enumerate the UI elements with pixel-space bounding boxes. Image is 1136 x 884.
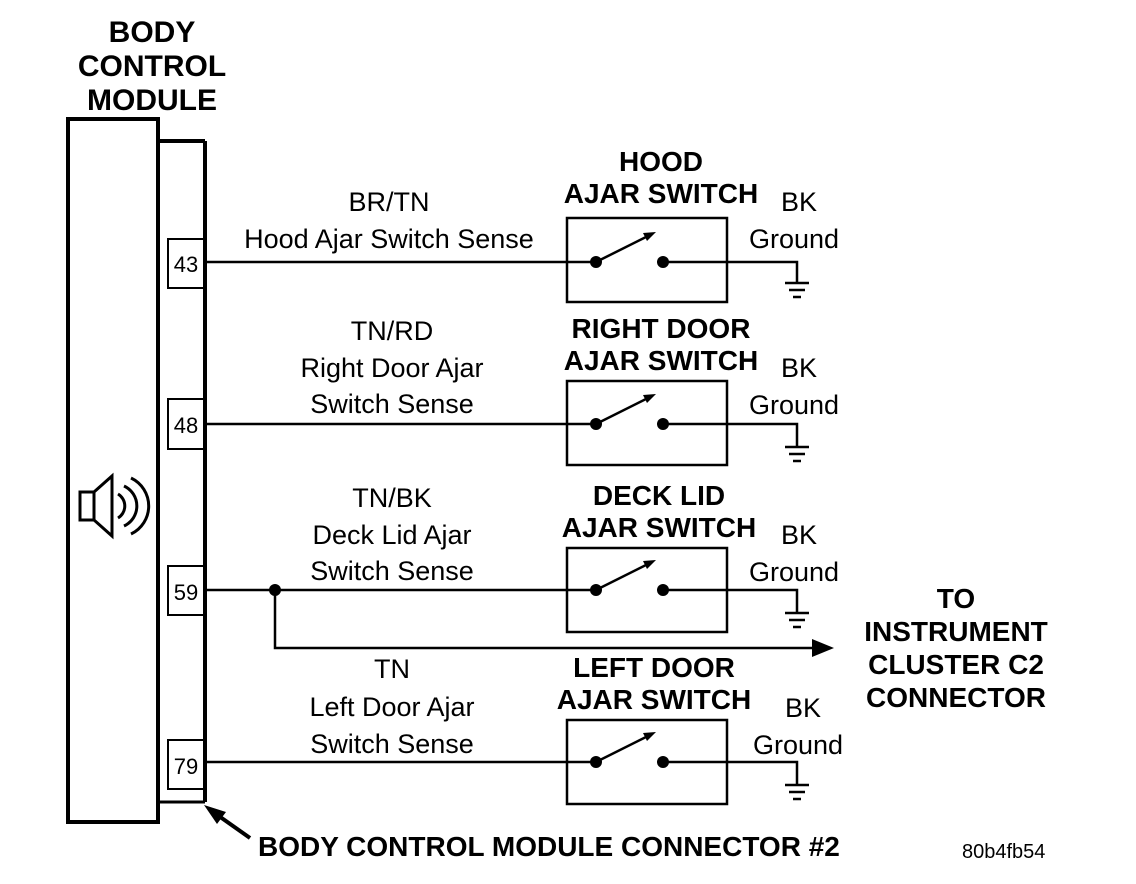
ground-symbol <box>785 445 809 463</box>
circuit-hood: BR/TN Hood Ajar Switch Sense HOOD AJAR S… <box>204 146 839 304</box>
wire-color-label: TN/BK <box>352 483 432 513</box>
pin-cell-48: 48 <box>167 398 205 450</box>
ground-symbol <box>785 281 809 299</box>
cluster-label-line-1: TO <box>937 583 975 614</box>
cluster-label: TO INSTRUMENT CLUSTER C2 CONNECTOR <box>864 583 1048 713</box>
pin-number: 48 <box>174 413 198 438</box>
sense-label-line-2: Switch Sense <box>310 556 474 586</box>
sense-label-line-1: Left Door Ajar <box>309 692 474 722</box>
wire-color-label: TN/RD <box>351 316 434 346</box>
pin-number: 59 <box>174 580 198 605</box>
pin-number: 43 <box>174 252 198 277</box>
module-title-line-1: BODY <box>109 16 196 49</box>
sense-label-line-1: Deck Lid Ajar <box>312 520 471 550</box>
callout-arrowhead <box>204 805 226 824</box>
ground-color-label: BK <box>785 693 821 723</box>
callout-arrow-line <box>214 812 252 840</box>
switch-arrow <box>643 232 656 241</box>
ground-color-label: BK <box>781 187 817 217</box>
module-title-line-2: CONTROL <box>78 50 226 83</box>
speaker-icon <box>78 472 151 540</box>
switch-blade <box>595 561 651 592</box>
wire-color-label: BR/TN <box>349 187 430 217</box>
module-title: BODY CONTROL MODULE <box>78 16 226 117</box>
ground-color-label: BK <box>781 353 817 383</box>
module-title-line-3: MODULE <box>87 84 217 117</box>
module-box <box>66 117 160 824</box>
connector-label: BODY CONTROL MODULE CONNECTOR #2 <box>258 831 840 862</box>
connector-callout: BODY CONTROL MODULE CONNECTOR #2 <box>204 805 840 862</box>
sense-label-line-1: Right Door Ajar <box>300 353 483 383</box>
switch-arrow <box>643 732 656 741</box>
wire-color-label: TN <box>374 654 410 684</box>
pin-number: 79 <box>174 754 198 779</box>
cluster-label-line-2: INSTRUMENT <box>864 616 1048 647</box>
switch-title-line-1: RIGHT DOOR <box>572 313 751 344</box>
ground-label: Ground <box>749 390 839 420</box>
switch-title-line-2: AJAR SWITCH <box>564 178 758 209</box>
ground-label: Ground <box>749 557 839 587</box>
pin-cell-59: 59 <box>167 565 205 616</box>
ground-label: Ground <box>753 730 843 760</box>
switch-arrow <box>643 394 656 403</box>
switch-title-line-1: DECK LID <box>593 480 725 511</box>
switch-arrow <box>643 560 656 569</box>
ground-label: Ground <box>749 224 839 254</box>
circuit-left-door: TN Left Door Ajar Switch Sense LEFT DOOR… <box>204 652 843 806</box>
switch-blade <box>595 395 651 426</box>
ground-color-label: BK <box>781 520 817 550</box>
ground-wire <box>663 260 799 282</box>
switch-title-line-2: AJAR SWITCH <box>557 684 751 715</box>
circuit-right-door: TN/RD Right Door Ajar Switch Sense RIGHT… <box>204 313 839 467</box>
cluster-wire <box>273 590 815 650</box>
switch-title-line-2: AJAR SWITCH <box>564 345 758 376</box>
sense-label: Hood Ajar Switch Sense <box>244 224 534 254</box>
figure-id: 80b4fb54 <box>962 841 1045 863</box>
cluster-label-line-3: CLUSTER C2 <box>868 649 1044 680</box>
cluster-label-line-4: CONNECTOR <box>866 682 1046 713</box>
ground-symbol <box>785 783 809 801</box>
sense-label-line-2: Switch Sense <box>310 729 474 759</box>
circuit-deck-lid: TN/BK Deck Lid Ajar Switch Sense DECK LI… <box>204 480 839 657</box>
ground-wire <box>663 760 799 784</box>
connector-2 <box>158 139 207 804</box>
cluster-arrow <box>812 639 834 657</box>
switch-title-line-1: LEFT DOOR <box>573 652 735 683</box>
ground-symbol <box>785 611 809 629</box>
pin-cell-43: 43 <box>167 238 205 289</box>
switch-blade <box>595 233 651 264</box>
switch-title-line-1: HOOD <box>619 146 703 177</box>
switch-blade <box>595 733 651 764</box>
pin-cell-79: 79 <box>167 739 205 790</box>
ground-wire <box>663 588 799 612</box>
switch-box <box>565 216 729 304</box>
sense-label-line-2: Switch Sense <box>310 389 474 419</box>
ground-wire <box>663 422 799 446</box>
switch-title-line-2: AJAR SWITCH <box>562 512 756 543</box>
